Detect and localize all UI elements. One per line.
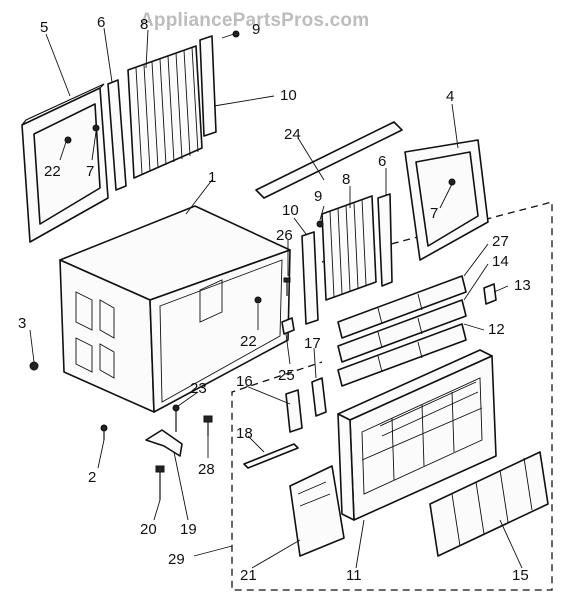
screw-7-left [92,124,100,132]
callout-8-left: 8 [140,16,148,33]
callout-20: 20 [140,521,157,538]
callout-25: 25 [278,367,295,384]
callout-7-right: 7 [430,205,438,222]
callout-12: 12 [488,321,505,338]
clip-13 [483,283,497,305]
part-side-frame-right [404,139,489,261]
watermark-text: AppliancePartsPros.com [140,10,370,31]
callout-2: 2 [88,469,96,486]
part-bracket-17 [311,377,327,417]
callout-26: 26 [276,227,293,244]
part-louver-left [127,45,203,179]
callout-28: 28 [198,461,215,478]
callout-21: 21 [240,567,257,584]
callout-13: 13 [514,277,531,294]
callout-8-right: 8 [342,171,350,188]
callout-18: 18 [236,425,253,442]
callout-7-left: 7 [86,163,94,180]
screw-22-left [64,136,72,144]
screw-20 [155,465,165,500]
leader-lines [29,27,523,569]
callout-5: 5 [40,19,48,36]
callout-3: 3 [18,315,26,332]
callout-11: 11 [346,567,362,584]
screw-top [221,30,240,39]
callout-24: 24 [284,126,301,143]
callout-labels: 5 6 8 9 10 22 7 1 4 24 6 8 9 10 7 27 14 … [18,14,531,584]
part-bracket-left [199,35,217,137]
callout-4: 4 [446,88,454,105]
screw-26 [283,277,291,296]
callout-6-left: 6 [97,14,105,31]
part-bracket-16 [285,389,303,433]
part-filter-strips [337,275,467,387]
callout-17: 17 [304,335,321,352]
part-louver-right [321,195,377,301]
subassembly-boundary [231,201,553,591]
callout-27: 27 [492,233,509,250]
part-rod-18 [243,443,299,469]
callout-10-right: 10 [282,202,299,219]
part-top-rail [255,121,403,199]
callout-9-top: 9 [252,21,260,38]
screw-3 [29,361,39,371]
callout-19: 19 [180,521,197,538]
callout-23: 23 [190,380,207,397]
callout-22-left: 22 [44,163,61,180]
screw-9-right [316,220,324,228]
callout-16: 16 [236,373,253,390]
part-seal-strip-left [107,79,127,191]
screw-2 [100,424,108,440]
screw-23 [172,404,180,432]
callout-29: 29 [168,551,185,568]
part-seal-strip-right [377,193,393,287]
callout-6-right: 6 [378,153,386,170]
screw-28 [203,415,213,436]
clip-25 [281,317,295,335]
part-cabinet [59,205,291,413]
callout-10-top: 10 [280,87,297,104]
part-side-frame-left [21,83,109,243]
part-control-door [289,465,345,557]
part-bracket-19 [145,429,183,457]
part-filter-panel [429,451,549,557]
callout-22-cabinet: 22 [240,333,257,350]
callout-14: 14 [492,253,509,270]
part-front-grille [337,349,497,521]
callout-9-right: 9 [314,188,322,205]
callout-1: 1 [208,169,216,186]
screw-22-cabinet [254,296,262,304]
callout-15: 15 [512,567,529,584]
part-bracket-right [301,231,319,325]
